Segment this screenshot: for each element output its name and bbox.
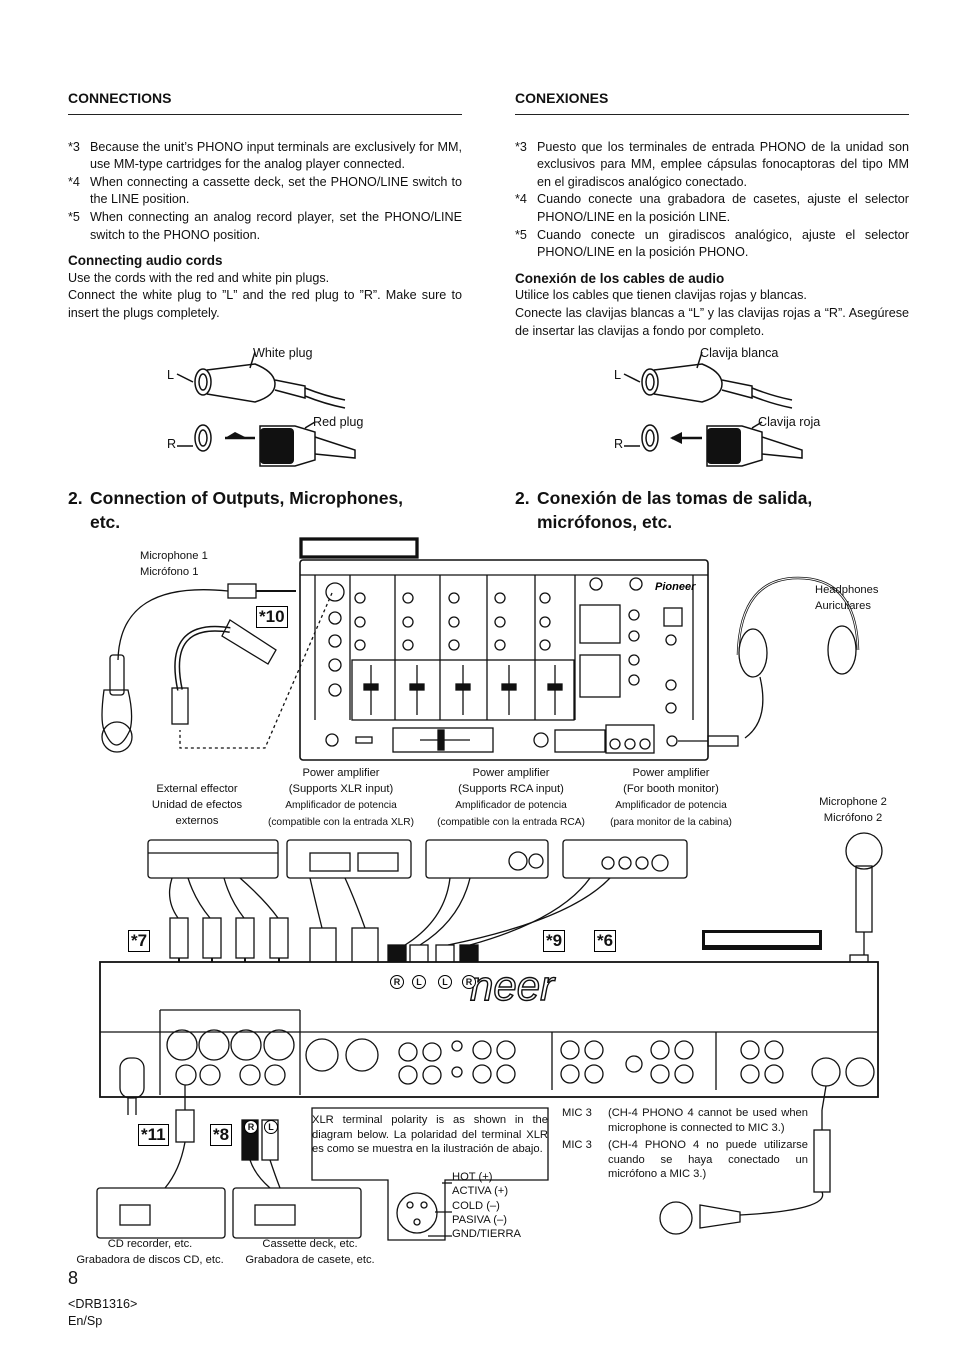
plug-r-label: R [614, 437, 624, 451]
section-2-heading-en: 2.Connection of Outputs, Microphones, et… [68, 488, 404, 532]
section-heading: CONNECTIONS [68, 90, 462, 115]
document-code: <DRB1316> En/Sp [68, 1297, 138, 1328]
cd-recorder-label: CD recorder, etc.Grabadora de discos CD,… [76, 1238, 224, 1266]
white-plug-label: Clavija blanca [700, 346, 779, 360]
paragraph: Use the cords with the red and white pin… [68, 270, 330, 285]
xlr-polarity-note: XLR terminal polarity is as shown in the… [312, 1114, 548, 1155]
footnote-tag: *10 [256, 606, 288, 628]
pin-r-marker: R [390, 975, 404, 989]
amp-xlr-label: Power amplifier(Supports XLR input)Ampli… [267, 767, 415, 828]
footnote-tag: *7 [128, 930, 151, 952]
label-box [702, 930, 822, 950]
footnote-tag: *9 [543, 930, 566, 952]
section-2-heading-es: 2.Conexión de las tomas de salida, micró… [515, 488, 813, 532]
footnote-tag: *11 [138, 1124, 169, 1146]
red-plug-label: Clavija roja [758, 415, 821, 429]
rca-plug-illustration [623, 351, 803, 467]
rca-plug-illustration [176, 351, 356, 467]
sub-heading: Connecting audio cords [68, 253, 223, 269]
white-plug-label: White plug [253, 346, 313, 360]
pin-r-marker: R [244, 1120, 258, 1134]
plug-l-label: L [614, 368, 622, 382]
plug-figure-right: L R Clavija blanca Clavija roja [612, 342, 912, 482]
amp-booth-label: Power amplifier(For booth monitor)Amplif… [610, 767, 732, 828]
brand-logo-rear: neer [470, 962, 556, 1009]
plug-l-label: L [167, 368, 175, 382]
paragraph: Utilice los cables que tienen clavijas r… [515, 288, 807, 303]
page-number: 8 [68, 1268, 79, 1288]
xlr-pin-labels: HOT (+) ACTIVA (+) COLD (–) PASIVA (–) G… [452, 1171, 521, 1241]
plug-r-label: R [167, 437, 177, 451]
cassette-deck-label: Cassette deck, etc.Grabadora de casete, … [245, 1238, 375, 1266]
amp-rca-label: Power amplifier(Supports RCA input)Ampli… [437, 767, 585, 828]
mic3-notes: MIC 3(CH-4 PHONO 4 cannot be used when m… [562, 1107, 808, 1180]
sub-heading: Conexión de los cables de audio [515, 270, 725, 286]
pin-l-marker: L [264, 1120, 278, 1134]
footnote-tag: *8 [210, 1124, 233, 1146]
paragraph: Connect the white plug to ”L” and the re… [68, 288, 462, 320]
brand-logo: Pioneer [655, 581, 696, 593]
pin-l-marker: L [438, 975, 452, 989]
connection-diagram: Pioneer neer [96, 537, 883, 1241]
pin-r-marker: R [462, 975, 476, 989]
pin-l-marker: L [412, 975, 426, 989]
paragraph: Conecte las clavijas blancas a “L” y las… [515, 305, 909, 338]
red-plug-label: Red plug [313, 415, 364, 429]
section-heading: CONEXIONES [515, 90, 909, 115]
plug-figure-left: L R White plug Red plug [165, 342, 465, 482]
footnote-tag: *6 [594, 930, 617, 952]
